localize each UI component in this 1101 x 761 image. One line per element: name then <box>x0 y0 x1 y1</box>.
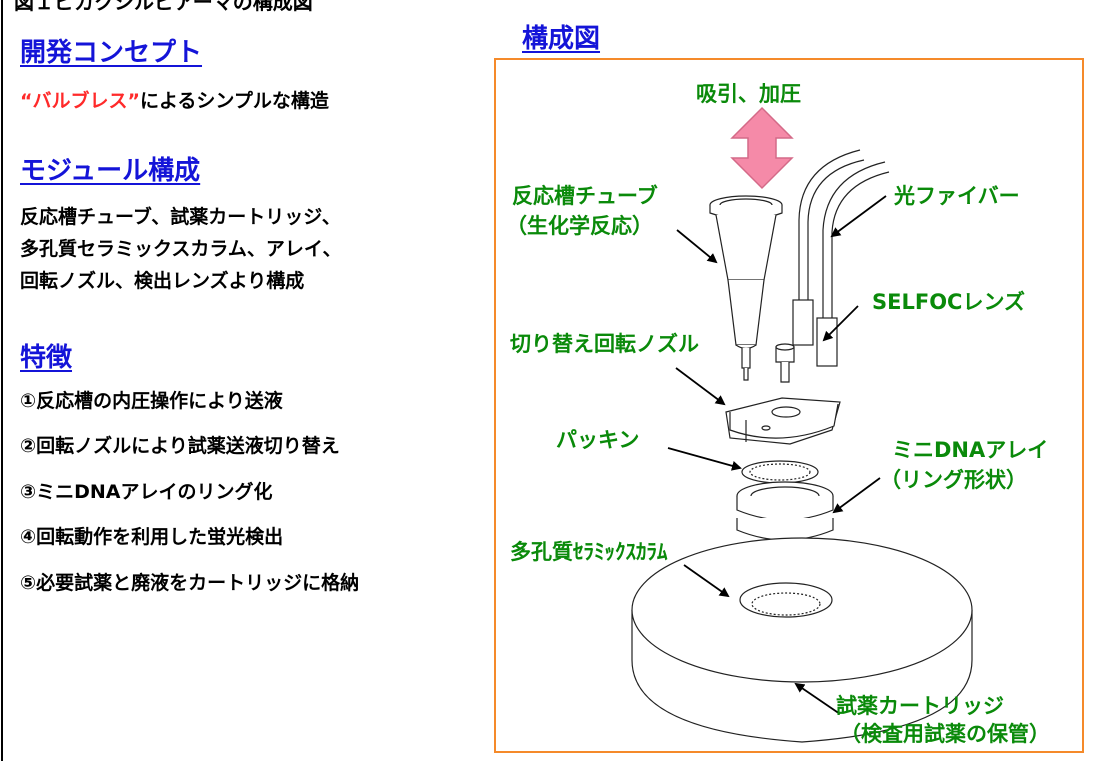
rotary-nozzle <box>725 397 841 445</box>
feature-item: ④回転動作を利用した蛍光検出 <box>20 526 284 548</box>
concept-heading: 開発コンセプト <box>20 38 203 68</box>
label-packing: パッキン <box>556 428 640 452</box>
concept-rest: によるシンプルな構造 <box>139 90 329 112</box>
figure-caption: 図１ビカクシルビアーマの構成図 <box>14 0 313 14</box>
pressure-double-arrow <box>730 106 794 190</box>
module-line: 反応槽チューブ、試薬カートリッジ、 <box>20 206 341 228</box>
packing-ring <box>741 460 819 484</box>
label-reaction-tube: 反応槽チューブ <box>512 184 658 208</box>
left-border <box>1 0 3 761</box>
label-reagent-cartridge-sub: （検査用試薬の保管） <box>840 722 1050 746</box>
label-suction-pressure: 吸引、加圧 <box>696 82 801 106</box>
optical-fiber <box>798 149 890 318</box>
label-dna-array-sub: （リング形状） <box>880 468 1027 492</box>
label-rotary-nozzle: 切り替え回転ノズル <box>510 332 699 356</box>
module-heading: モジュール構成 <box>20 156 201 186</box>
features-heading: 特徴 <box>20 343 73 373</box>
label-reagent-cartridge: 試薬カートリッジ <box>836 694 1004 718</box>
reagent-cartridge <box>631 537 973 743</box>
dna-array-ring <box>736 481 834 541</box>
label-optical-fiber: 光ファイバー <box>894 184 1020 208</box>
feature-item: ②回転ノズルにより試薬送液切り替え <box>20 435 340 457</box>
label-selfoc-lens: SELFOCレンズ <box>872 290 1026 314</box>
label-dna-array: ミニDNAアレイ <box>892 438 1049 462</box>
diagram-title: 構成図 <box>522 24 601 54</box>
diagram-frame <box>494 58 1084 753</box>
reaction-tube <box>709 195 783 381</box>
label-ceramic-column: 多孔質ｾﾗﾐｯｸｽｶﾗﾑ <box>510 540 668 564</box>
feature-item: ①反応槽の内圧操作により送液 <box>20 390 283 412</box>
label-reaction-tube-sub: （生化学反応） <box>506 214 653 238</box>
module-line: 回転ノズル、検出レンズより構成 <box>20 270 305 292</box>
leader-lines <box>667 195 887 715</box>
feature-item: ⑤必要試薬と廃液をカートリッジに格納 <box>20 572 360 594</box>
module-line: 多孔質セラミックスカラム、アレイ、 <box>20 238 342 260</box>
feature-item: ③ミニDNAアレイのリング化 <box>20 481 273 503</box>
concept-highlight: “バルブレス” <box>20 90 140 112</box>
selfoc-lens <box>775 299 838 383</box>
concept-text: “バルブレス”によるシンプルな構造 <box>20 86 329 116</box>
